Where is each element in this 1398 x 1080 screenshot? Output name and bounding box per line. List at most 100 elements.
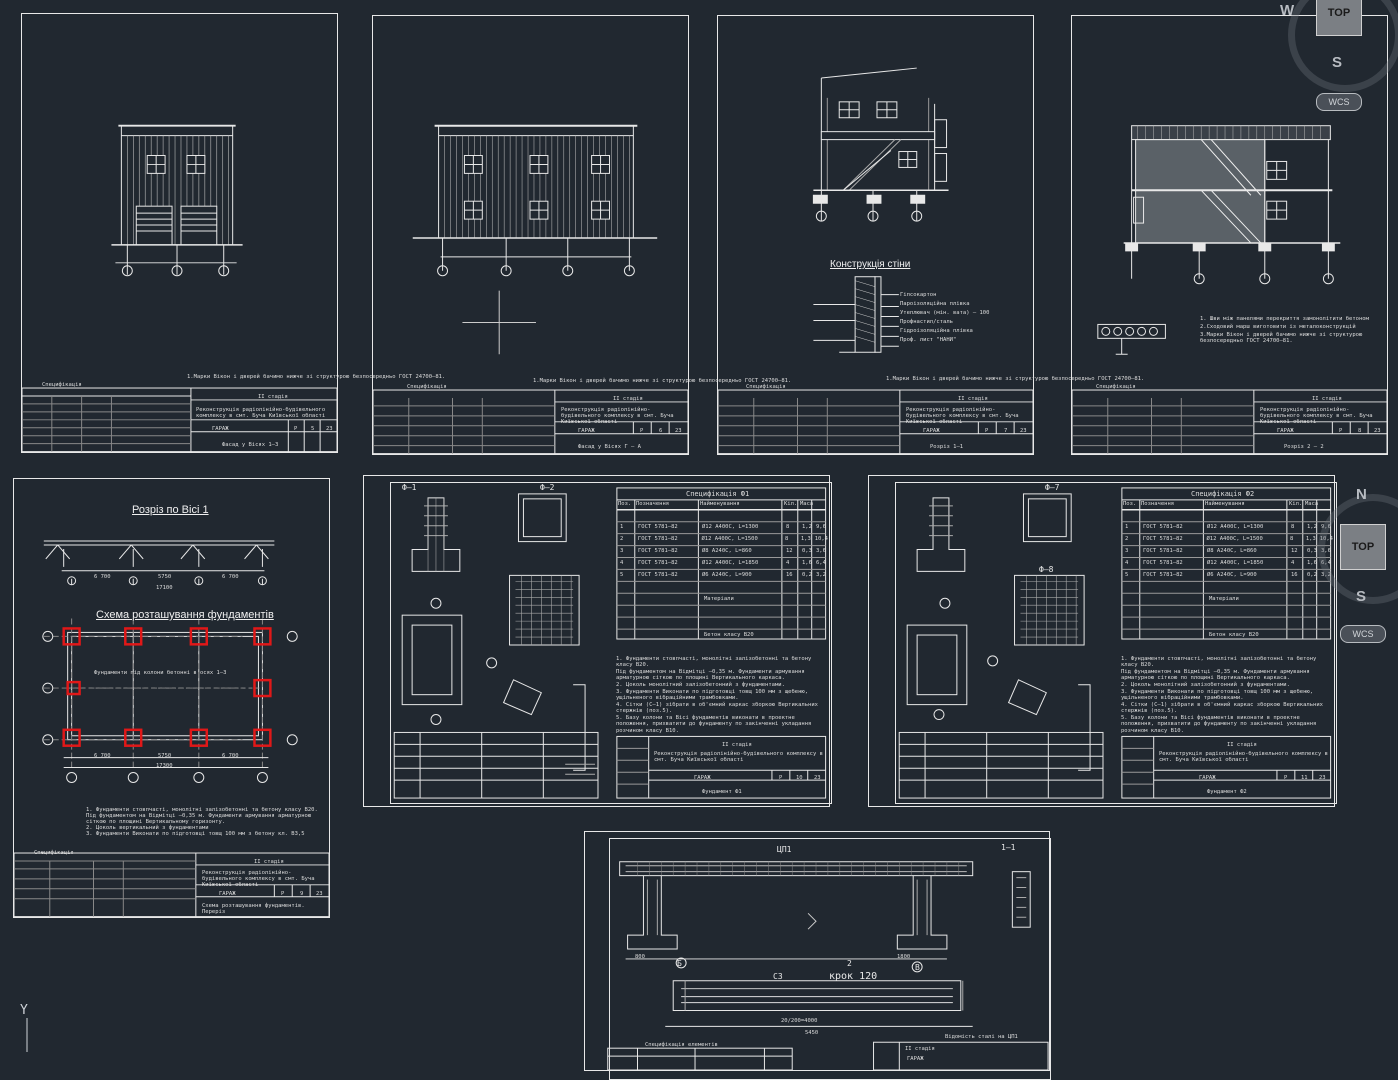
- wall-layer: Пароізоляційна плівка: [900, 301, 970, 308]
- ucs-icon: Y: [18, 1002, 48, 1052]
- f1-mat-header: Матеріали: [704, 596, 734, 602]
- cell: 1,2: [802, 524, 812, 530]
- cell: Ø12 А400С, L=1850: [702, 560, 759, 566]
- cell: 0,3: [1307, 548, 1317, 554]
- f1-object: Реконструкція радіолінійно-будівельного …: [654, 751, 823, 764]
- beam-building: ГАРАЖ: [907, 1056, 924, 1062]
- f1-frame: [390, 482, 832, 804]
- f2-mat-header: Матеріали: [1209, 596, 1239, 602]
- section-1-1-stamp-header: ІІ стадія: [958, 396, 988, 402]
- wcs-button[interactable]: WCS: [1316, 93, 1362, 111]
- viewcube-mid[interactable]: N TOP S: [1310, 484, 1398, 614]
- section-2-2-stage: Р: [1339, 428, 1343, 434]
- sheet-section-2-2[interactable]: 1. Шви між панелями перекриття замоноліт…: [1071, 15, 1388, 455]
- f1-sheets-total: 23: [814, 775, 821, 781]
- cell: 2: [620, 536, 624, 542]
- sheet-foundation-plan[interactable]: Розріз по Вісі 1 Схема розташування фунд…: [13, 478, 330, 918]
- facade-1-3-spec: Специфікація: [42, 382, 82, 388]
- f2-concrete: Бетон класу В20: [1209, 632, 1259, 638]
- beam-axis-v: В: [915, 963, 920, 972]
- f2-spec-title: Специфікація Ф2: [1191, 490, 1255, 498]
- f2-note: 5. Базу колони та Вісі фундаментів викон…: [1121, 715, 1317, 734]
- beam-dim-2: 1800: [897, 954, 911, 960]
- viewcube-mid-top-face[interactable]: TOP: [1340, 524, 1386, 570]
- sheet-foundation-f1[interactable]: Ф–1 Ф–2 Специфікація Ф1 Поз. Позначення …: [363, 475, 832, 807]
- facade-1-3-stage: Р: [294, 426, 298, 432]
- cell: 16: [786, 572, 793, 578]
- cell: 1,2: [1307, 524, 1317, 530]
- section-1-1-stage: Р: [985, 428, 989, 434]
- sheet-facade-1-3[interactable]: 1.Марки Вікон і дверей бачимо нижче зі с…: [21, 13, 445, 453]
- cell: 8: [1291, 524, 1295, 530]
- cell: 4: [620, 560, 624, 566]
- f1-building: ГАРАЖ: [694, 775, 711, 781]
- foundation-note: Під фундаментом на Відмітці –0,35 м. Фун…: [86, 813, 312, 826]
- cell: 0,3: [802, 548, 812, 554]
- f1-th: Найменування: [700, 501, 740, 507]
- wall-layers-list: Гіпсокартон Пароізоляційна плівка Утеплю…: [900, 292, 989, 343]
- compass-mid-south-label[interactable]: S: [1356, 588, 1367, 605]
- beam-axis-b: Б: [677, 959, 682, 968]
- cell: 0,2: [802, 572, 812, 578]
- cell: Ø8 А240С, L=860: [1207, 548, 1257, 554]
- compass-west-label[interactable]: W: [1280, 2, 1295, 19]
- facade-g-a-drawing: [373, 124, 688, 454]
- compass-north-label[interactable]: N: [1356, 486, 1367, 503]
- cell: 1,3: [1305, 536, 1316, 542]
- sheet-foundation-beam[interactable]: ЦП1 1–1 С3 2 крок 120 800 1800 20/200=40…: [584, 831, 1051, 1080]
- cell: Ø12 А400С, L=1500: [1206, 536, 1263, 542]
- f2-drawing: [898, 487, 1332, 799]
- cell: ГОСТ 5781–82: [638, 572, 678, 578]
- foundation-plan-stage: Р: [281, 891, 285, 897]
- facade-g-a-stage: Р: [640, 428, 644, 434]
- f1-th: Кіл.: [784, 501, 798, 507]
- cell: 4: [1125, 560, 1129, 566]
- cell: 8: [1289, 536, 1294, 542]
- cell: 1: [620, 524, 624, 530]
- f1-notes: 1. Фундаменти стовпчасті, монолітні залі…: [616, 656, 828, 734]
- f2-spec-table: Поз. Позначення Найменування Кіл. Маса о…: [1123, 501, 1333, 507]
- cell: 3,2: [816, 572, 826, 578]
- cell: 1,6: [1307, 560, 1317, 566]
- section-2-2-sheet-name: Розріз 2 – 2: [1284, 444, 1324, 450]
- cell: 8: [784, 536, 789, 542]
- sheet-foundation-f2[interactable]: Ф–7 Ф–8 Специфікація Ф2 Поз. Позначення …: [868, 475, 1337, 807]
- beam-qty-title: Відомість сталі на ЦП1: [945, 1034, 1018, 1040]
- cell: Ø12 А400С, L=1500: [701, 536, 758, 542]
- cell: ГОСТ 5781–82: [1142, 536, 1183, 542]
- beam-dim-3: 20/200=4000: [781, 1018, 818, 1024]
- sheet-section-1-1[interactable]: Конструкція стіни Гіпсокартон Пароізоляц…: [717, 15, 1144, 455]
- facade-1-3-note: 1.Марки Вікон і дверей бачимо нижче зі с…: [187, 374, 446, 380]
- viewcube-top[interactable]: TOP W S: [1280, 0, 1398, 92]
- f1-stage: Р: [779, 775, 783, 781]
- facade-1-3-drawing: [22, 124, 337, 452]
- dim-top-2: 5750: [158, 574, 172, 580]
- f2-note: 3. Фундаменти Виконати по підготовці тов…: [1121, 689, 1314, 702]
- section-2-2-notes: 1. Шви між панелями перекриття замоноліт…: [1200, 316, 1385, 344]
- viewcube-compass-ring[interactable]: [1288, 0, 1398, 92]
- viewcube-mid-compass-ring[interactable]: [1318, 494, 1398, 604]
- section-2-2-stamp-header: ІІ стадія: [1312, 396, 1342, 402]
- cell: 5: [620, 572, 624, 578]
- f2-sheet-name: Фундамент Ф2: [1207, 789, 1247, 795]
- facade-1-3-building: ГАРАЖ: [212, 426, 229, 432]
- cell: 12: [1291, 548, 1298, 554]
- foundation-plan-drawing: [14, 540, 329, 917]
- f1-note: 3. Фундаменти Виконати по підготовці тов…: [616, 689, 809, 702]
- cell: ГОСТ 5781–82: [637, 536, 678, 542]
- section-1-1-spec: Специфікація: [746, 384, 786, 390]
- cell: 4: [1291, 560, 1295, 566]
- cell: 0,2: [1307, 572, 1317, 578]
- compass-south-label[interactable]: S: [1332, 54, 1343, 71]
- viewcube-top-face[interactable]: TOP: [1316, 0, 1362, 36]
- cell: ГОСТ 5781–82: [1143, 524, 1183, 530]
- facade-g-a-sheet-no: 6: [659, 428, 663, 434]
- sheet-facade-g-a[interactable]: 1.Марки Вікон і дверей бачимо нижче зі с…: [372, 15, 791, 455]
- wcs-button-mid[interactable]: WCS: [1340, 625, 1386, 643]
- wall-layer: Проф. лист "НАНИ": [900, 337, 957, 344]
- f2-frame: [895, 482, 1337, 804]
